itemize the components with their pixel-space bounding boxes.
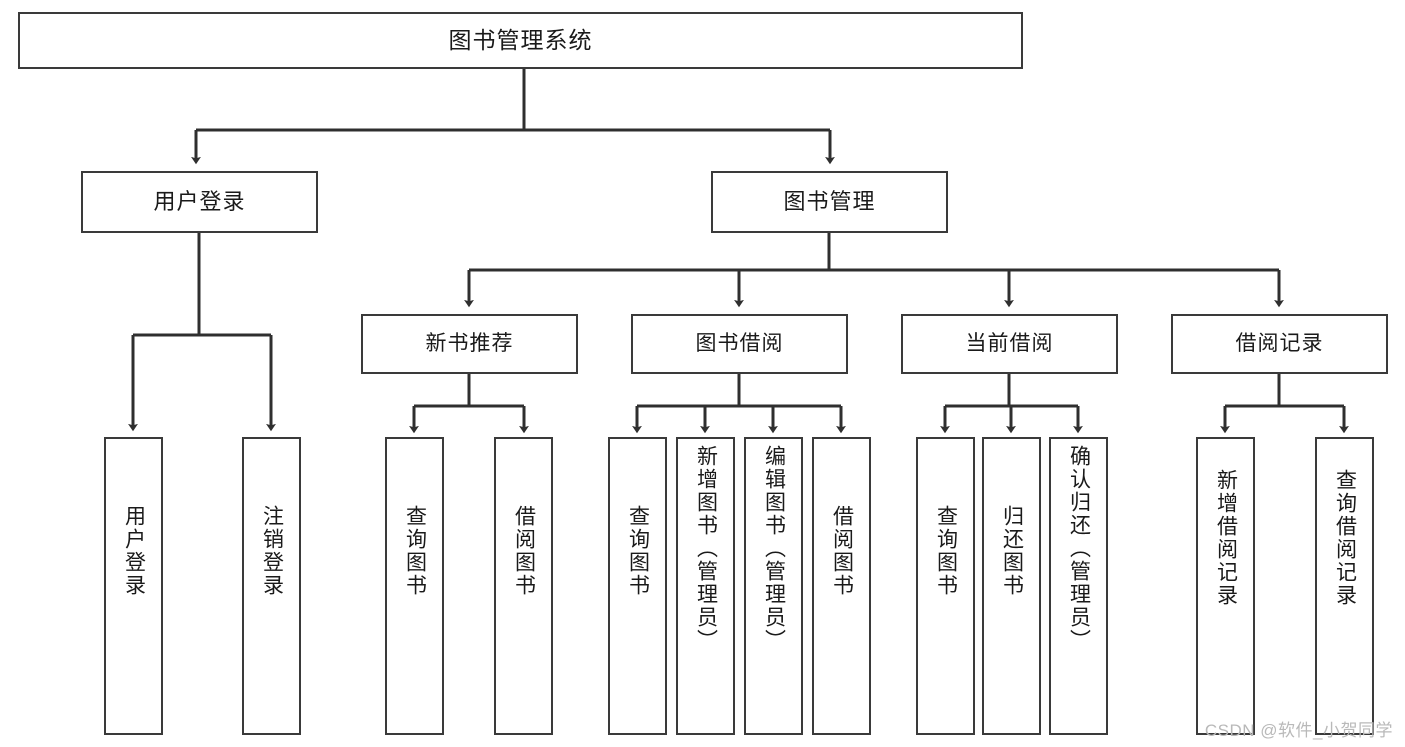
node-user-login-label: 用户登录 (153, 189, 246, 215)
leaf-add-book[interactable]: 新增图书（管理员） (676, 437, 735, 735)
leaf-query-book-3[interactable]: 查询图书 (916, 437, 975, 735)
leaf-query-book-1-label: 查询图书 (403, 505, 427, 597)
leaf-query-record[interactable]: 查询借阅记录 (1315, 437, 1374, 735)
leaf-query-book-2-label: 查询图书 (626, 505, 650, 597)
leaf-add-record[interactable]: 新增借阅记录 (1196, 437, 1255, 735)
leaf-query-record-label: 查询借阅记录 (1333, 469, 1357, 607)
leaf-borrow-book-1[interactable]: 借阅图书 (494, 437, 553, 735)
node-new-book-rec[interactable]: 新书推荐 (361, 314, 578, 374)
leaf-user-login[interactable]: 用户登录 (104, 437, 163, 735)
leaf-edit-book[interactable]: 编辑图书（管理员） (744, 437, 803, 735)
node-root[interactable]: 图书管理系统 (18, 12, 1023, 69)
node-borrow-record[interactable]: 借阅记录 (1171, 314, 1388, 374)
node-current-borrow-label: 当前借阅 (965, 331, 1054, 355)
csdn-watermark: CSDN @软件_小贺同学 (1204, 721, 1393, 740)
leaf-logout-login-label: 注销登录 (260, 505, 284, 597)
node-book-borrow[interactable]: 图书借阅 (631, 314, 848, 374)
leaf-borrow-book-2[interactable]: 借阅图书 (812, 437, 871, 735)
leaf-logout-login[interactable]: 注销登录 (242, 437, 301, 735)
leaf-edit-book-label: 编辑图书（管理员） (762, 445, 786, 652)
node-book-manage-label: 图书管理 (783, 189, 876, 215)
leaf-confirm-return[interactable]: 确认归还（管理员） (1049, 437, 1108, 735)
node-current-borrow[interactable]: 当前借阅 (901, 314, 1118, 374)
leaf-add-record-label: 新增借阅记录 (1214, 469, 1238, 607)
node-book-manage[interactable]: 图书管理 (711, 171, 948, 233)
leaf-query-book-2[interactable]: 查询图书 (608, 437, 667, 735)
leaf-query-book-3-label: 查询图书 (934, 505, 958, 597)
node-borrow-record-label: 借阅记录 (1235, 331, 1324, 355)
leaf-borrow-book-2-label: 借阅图书 (830, 505, 854, 597)
leaf-user-login-label: 用户登录 (122, 505, 146, 597)
leaf-query-book-1[interactable]: 查询图书 (385, 437, 444, 735)
leaf-return-book[interactable]: 归还图书 (982, 437, 1041, 735)
leaf-borrow-book-1-label: 借阅图书 (512, 505, 536, 597)
node-root-label: 图书管理系统 (448, 27, 593, 54)
leaf-confirm-return-label: 确认归还（管理员） (1067, 445, 1091, 652)
leaf-add-book-label: 新增图书（管理员） (694, 445, 718, 652)
node-user-login[interactable]: 用户登录 (81, 171, 318, 233)
node-book-borrow-label: 图书借阅 (695, 331, 784, 355)
node-new-book-rec-label: 新书推荐 (425, 331, 514, 355)
leaf-return-book-label: 归还图书 (1000, 505, 1024, 597)
